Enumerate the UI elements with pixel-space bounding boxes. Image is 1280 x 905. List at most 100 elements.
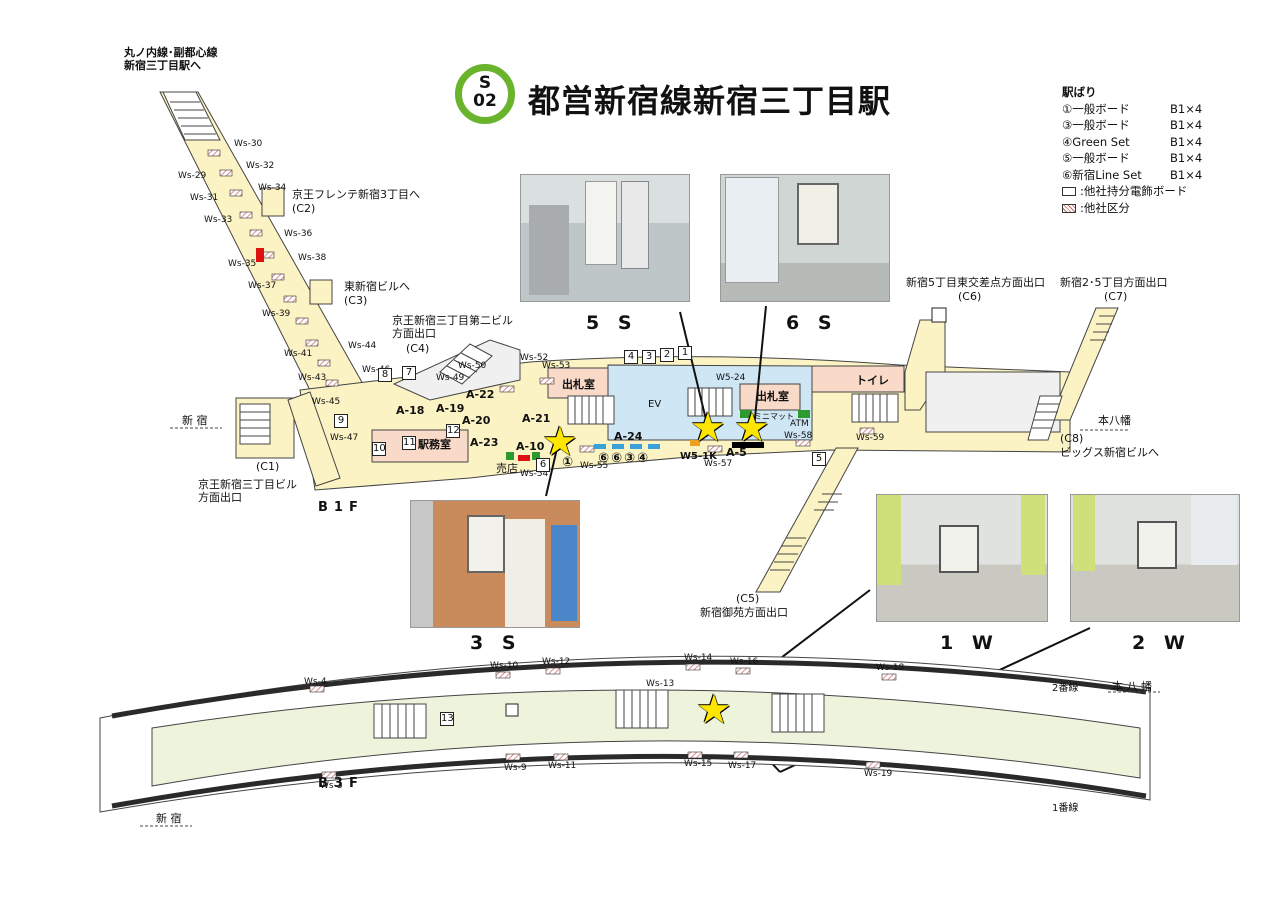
board-id: Ws-10	[490, 661, 519, 671]
board-id: Ws-50	[458, 361, 487, 371]
board-id: Ws-43	[298, 373, 327, 383]
hatch-swatch-icon	[1062, 203, 1076, 213]
exit-c2-code: (C2)	[292, 202, 316, 215]
board-id: Ws-39	[262, 309, 291, 319]
exit-c8-code: (C8)	[1060, 432, 1084, 445]
board-id: A-21	[522, 412, 551, 425]
photo-1w-caption: 1 W	[940, 632, 999, 654]
b3-board-markers	[309, 663, 897, 779]
stairs-c5	[770, 493, 842, 571]
platform-1-label: 1番線	[1052, 803, 1079, 814]
board-swatch-icon	[1062, 187, 1076, 196]
board-id: Ws-19	[864, 769, 893, 779]
board-id: A-10	[516, 440, 545, 453]
board-id: Ws-54	[520, 469, 549, 479]
direction-shinjuku-b3: 新 宿	[156, 812, 182, 825]
photo-2w-caption: 2 W	[1132, 632, 1191, 654]
exit-c7-corridor	[1049, 307, 1119, 421]
colored-boards	[506, 410, 810, 461]
board-id: Ws-30	[234, 139, 263, 149]
direction-arrows	[140, 427, 1160, 827]
board-id: Ws-9	[504, 763, 527, 773]
b3-escalator-a	[373, 703, 427, 739]
toilet-room	[811, 365, 905, 393]
exit-c1-code: (C1)	[256, 460, 280, 473]
exit-c7-code: (C7)	[1104, 290, 1128, 303]
stairs-c1	[239, 403, 271, 445]
board-id: A-19	[436, 402, 465, 415]
board-id: Ws-12	[542, 657, 571, 667]
exit-c6-name: 新宿5丁目東交差点方面出口	[906, 276, 1045, 289]
board-number-4: 4	[624, 350, 638, 364]
ticket-office-2	[739, 383, 801, 411]
board-id: Ws-35	[228, 259, 257, 269]
toilet-label: トイレ	[856, 374, 889, 387]
board-id: Ws-55	[580, 461, 609, 471]
legend-heading: 駅ばり	[1062, 85, 1097, 99]
board-id: Ws-37	[248, 281, 277, 291]
board-id: Ws-31	[190, 193, 219, 203]
board-id: A-18	[396, 404, 425, 417]
board-id: Ws-52	[520, 353, 549, 363]
board-number-11: 11	[402, 436, 416, 450]
board-id: Ws-14	[684, 653, 713, 663]
ticket-office-2-label: 出札室	[756, 390, 789, 403]
board-id: Ws-41	[284, 349, 313, 359]
board-id: Ws-49	[436, 373, 465, 383]
legend-other-board: :他社持分電飾ボード	[1062, 183, 1202, 200]
exit-c4-name: 京王新宿三丁目第二ビル 方面出口	[392, 314, 513, 340]
photo-6s	[720, 174, 890, 302]
board-number-7: 7	[402, 366, 416, 380]
line-badge: S 02	[455, 64, 515, 124]
board-id: Ws-32	[246, 161, 275, 171]
board-id: Ws-46	[362, 365, 391, 375]
photo-5s	[520, 174, 690, 302]
board-id: Ws-44	[348, 341, 377, 351]
board-id: Ws-38	[298, 253, 327, 263]
badge-line-letter: S	[478, 73, 492, 93]
board-number-12: 12	[446, 424, 460, 438]
board-id: Ws-58	[784, 431, 813, 441]
board-id: Ws-4	[304, 677, 327, 687]
board-id: Ws-53	[542, 361, 571, 371]
badge-station-number: 02	[473, 91, 497, 111]
escalator-c	[851, 393, 899, 423]
board-id: A-5	[726, 446, 747, 459]
escalator-a	[567, 395, 615, 425]
board-id: Ws-29	[178, 171, 207, 181]
b3-ev	[505, 703, 519, 717]
exit-c2-niche	[261, 187, 285, 217]
legend-other-area: :他社区分	[1062, 200, 1202, 217]
board-id: W5-1K	[680, 451, 717, 462]
board-id: Ws-34	[258, 183, 287, 193]
floor-b3-label: B3F	[318, 776, 364, 791]
star-marker-3s: ★	[542, 419, 578, 465]
exit-c5-name: 新宿御苑方面出口	[700, 606, 788, 619]
c1-corridor	[287, 391, 341, 487]
stairs-c7	[1090, 315, 1115, 341]
set-marker-1: ①	[562, 455, 574, 470]
direction-motoyawata-b1: 本八幡	[1098, 414, 1131, 427]
board-id: Ws-59	[856, 433, 885, 443]
photo-6s-caption: 6 S	[786, 312, 838, 334]
stairs-c8	[1027, 395, 1063, 441]
exit-c5-code: (C5)	[736, 592, 760, 605]
atm-label: ATM	[790, 419, 809, 429]
photo-5s-caption: 5 S	[586, 312, 638, 334]
set-markers-6654: ⑥⑥③④	[598, 451, 651, 466]
board-id: Ws-45	[312, 397, 341, 407]
shop-label: 売店	[496, 462, 518, 475]
board-id: Ws-17	[728, 761, 757, 771]
exit-c3-name: 東新宿ビルへ	[344, 280, 410, 293]
board-id: Ws-11	[548, 761, 577, 771]
board-id: Ws-36	[284, 229, 313, 239]
exit-c6-code: (C6)	[958, 290, 982, 303]
b3-escalator-c	[771, 693, 825, 733]
exit-c8-name: ビッグス新宿ビルへ	[1060, 446, 1159, 459]
star-marker-5s: ★	[690, 405, 726, 451]
stairs-marunouchi	[162, 91, 221, 141]
